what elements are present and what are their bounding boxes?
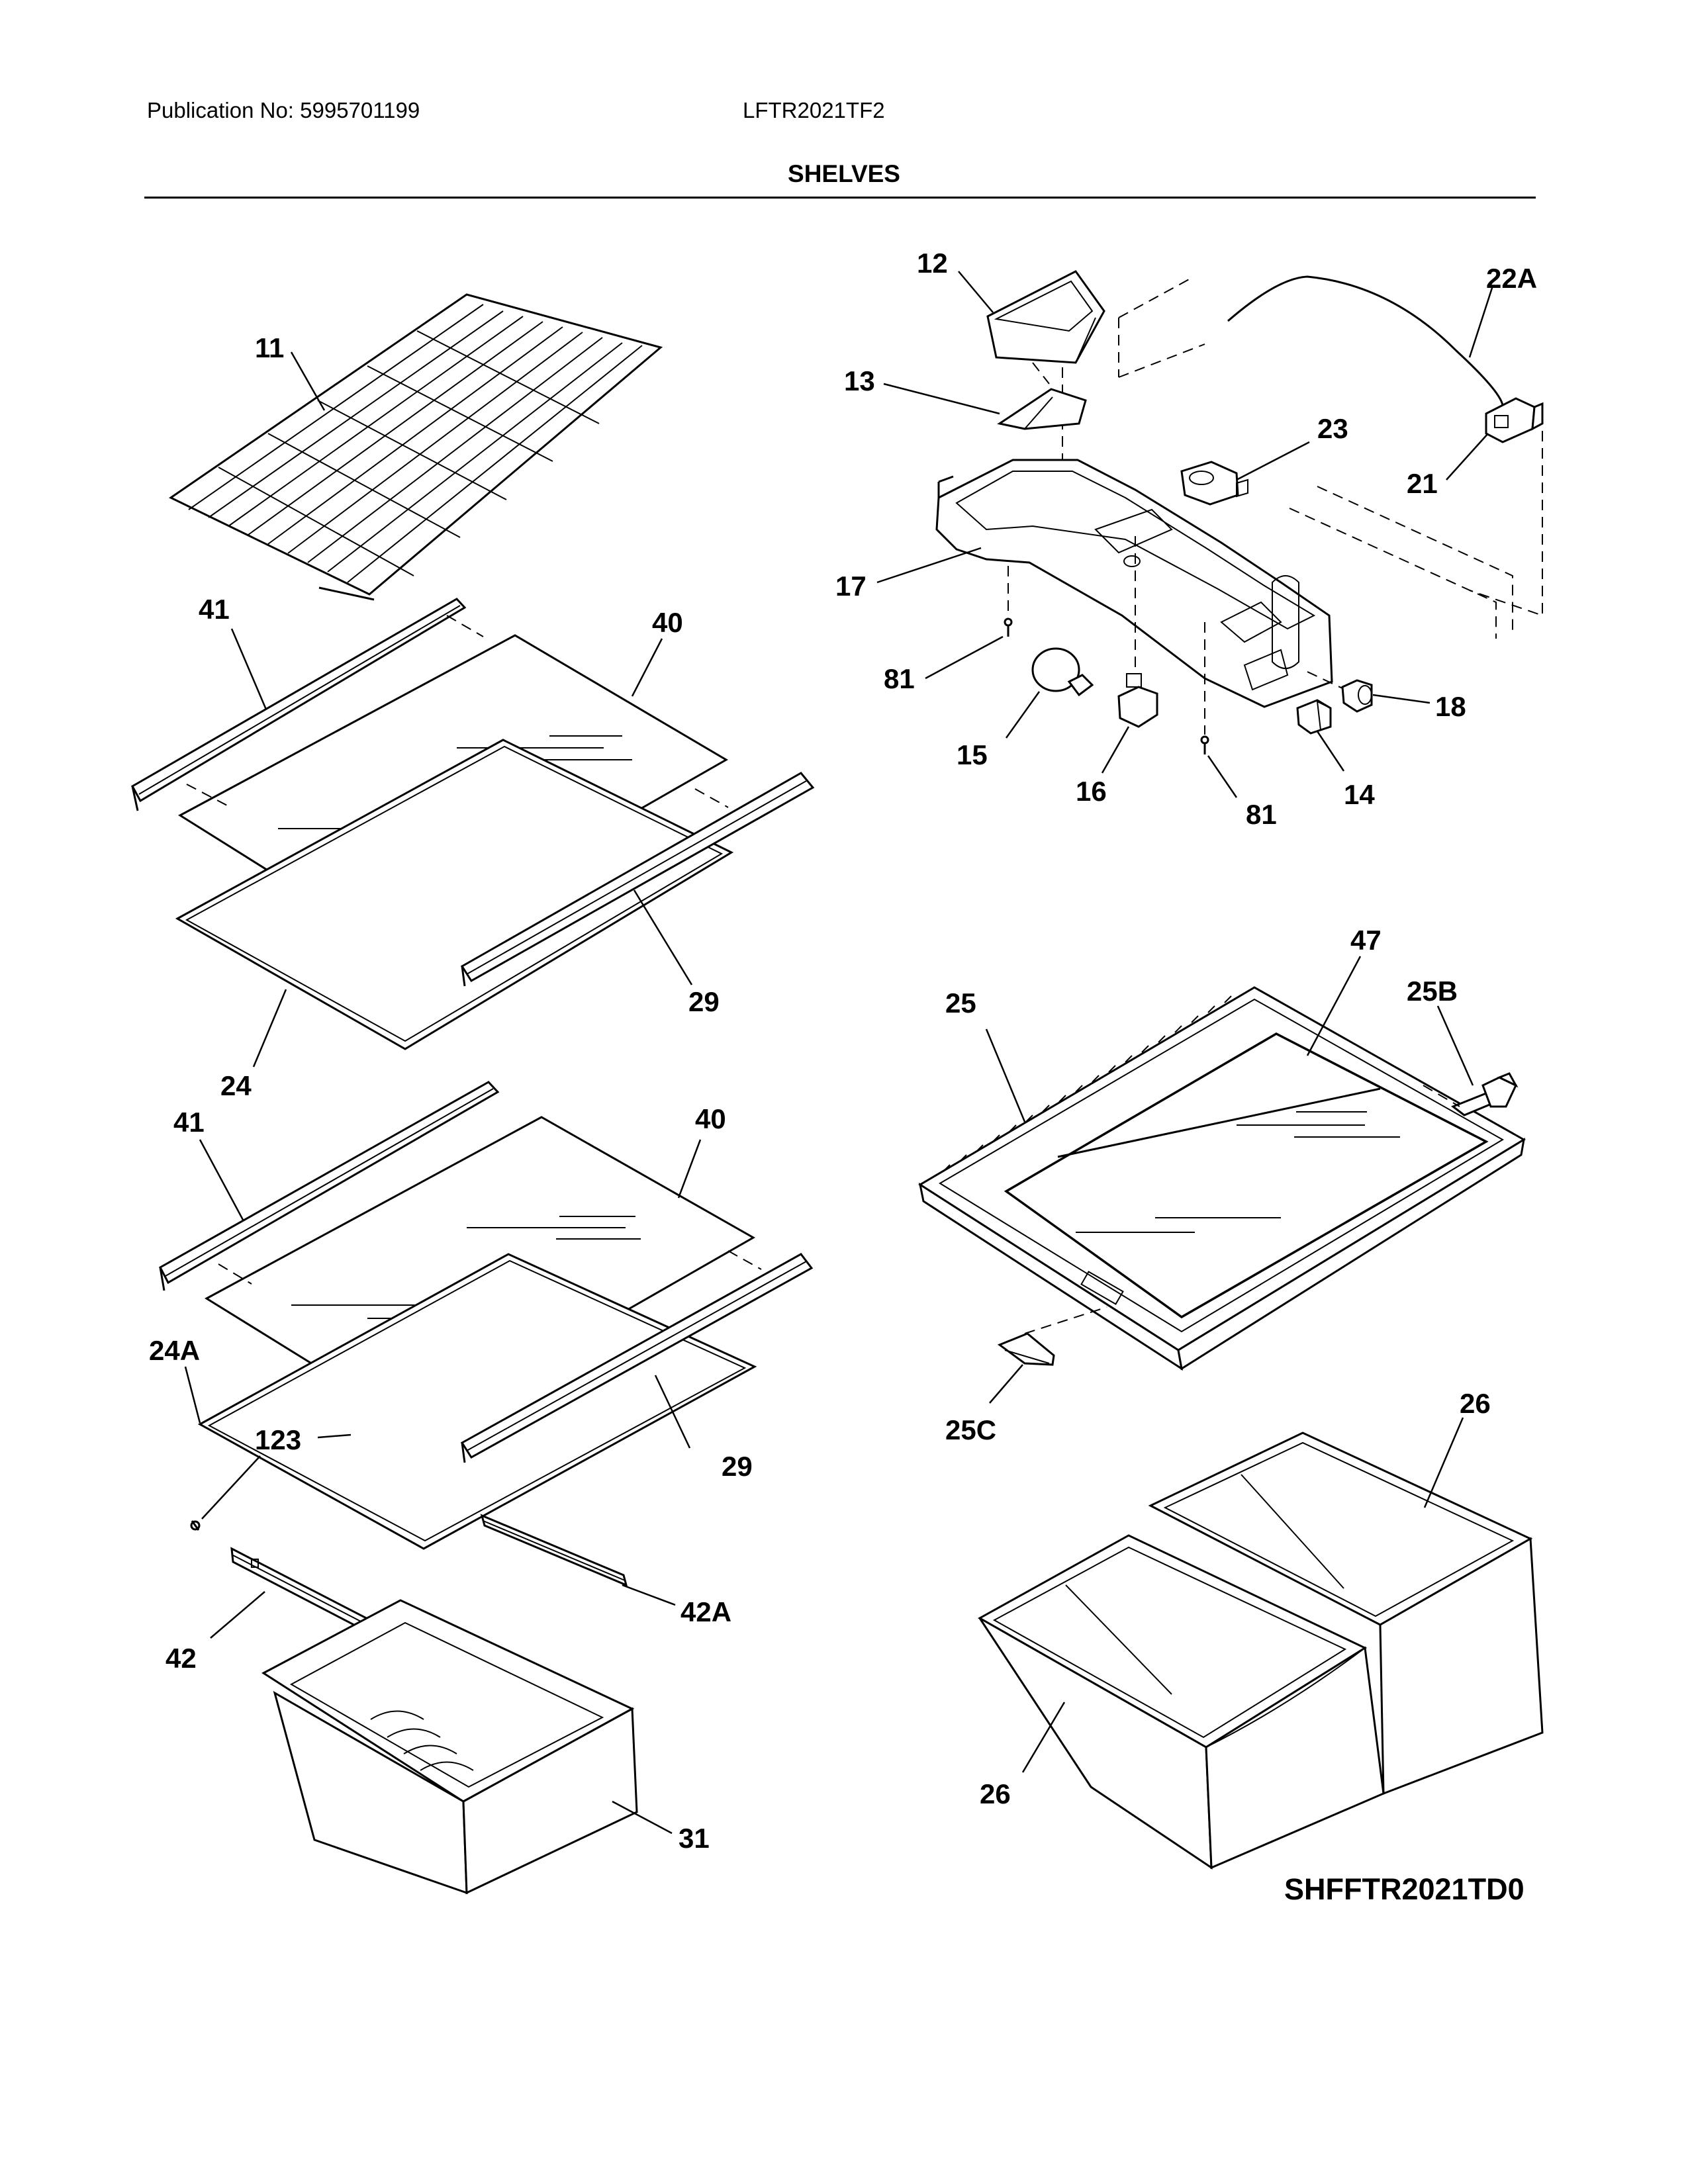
- leader-12: [958, 271, 994, 313]
- control-housing: [935, 459, 1333, 708]
- section-title: SHELVES: [788, 160, 900, 187]
- callout-16: 16: [1076, 776, 1107, 807]
- callout-12: 12: [917, 248, 948, 279]
- header-divider: [144, 197, 1536, 199]
- leader-23: [1236, 441, 1310, 481]
- callout-25B: 25B: [1407, 976, 1458, 1007]
- crisper-drawer-small: [261, 1599, 638, 1895]
- callout-123: 123: [255, 1424, 301, 1455]
- callout-41-upper: 41: [199, 594, 230, 625]
- leader-26-right: [1423, 1417, 1464, 1508]
- control-knob-housing: [986, 270, 1105, 364]
- publication-number: Publication No: 5995701199: [147, 98, 420, 122]
- callout-42A: 42A: [680, 1596, 731, 1627]
- leader-21: [1446, 433, 1489, 480]
- screw: [190, 1520, 201, 1531]
- crisper-cover-glass: [1004, 1032, 1489, 1319]
- defrost-timer: [1180, 461, 1248, 506]
- drawer-slide-right: [480, 1514, 628, 1587]
- callout-31: 31: [679, 1823, 710, 1854]
- callout-21: 21: [1407, 468, 1438, 499]
- leader-41-lower: [199, 1139, 245, 1222]
- leader-22A: [1468, 285, 1494, 358]
- callout-22A: 22A: [1486, 263, 1537, 294]
- leader-26-left: [1021, 1702, 1066, 1773]
- thermostat: [1485, 397, 1544, 443]
- callout-40-upper: 40: [652, 607, 683, 638]
- callout-23: 23: [1317, 413, 1348, 444]
- leader-25C: [989, 1364, 1023, 1404]
- leader-15: [1005, 691, 1041, 739]
- crisper-cover-clip: [997, 1332, 1055, 1366]
- leader-11: [290, 351, 326, 411]
- shelf-frame-lower: [197, 1253, 757, 1550]
- callout-81-upper: 81: [884, 663, 915, 694]
- callout-11: 11: [255, 332, 284, 363]
- mounting-screw-upper: [1004, 617, 1013, 637]
- crisper-drawer-left: [977, 1534, 1385, 1870]
- callout-29-upper: 29: [688, 986, 720, 1017]
- leader-42: [210, 1591, 265, 1639]
- leader-18: [1372, 694, 1430, 704]
- leader-81-lower: [1207, 755, 1238, 798]
- leader-31: [612, 1800, 673, 1835]
- leader-123: [201, 1455, 261, 1520]
- callout-24: 24: [220, 1070, 252, 1101]
- callout-42: 42: [165, 1643, 197, 1674]
- leader-25B: [1436, 1005, 1474, 1086]
- shelf-front-trim-lower: [158, 1081, 500, 1291]
- shelf-frame-upper: [175, 739, 734, 1050]
- callout-26-right: 26: [1460, 1388, 1491, 1419]
- leader-47: [1306, 956, 1362, 1056]
- callout-14: 14: [1344, 779, 1375, 810]
- shelf-rear-trim-upper: [460, 772, 815, 987]
- leader-81-upper: [925, 635, 1004, 680]
- wire-shelf: [169, 293, 663, 601]
- thermostat-capillary: [1227, 275, 1504, 406]
- callout-41-lower: 41: [173, 1107, 205, 1138]
- shelf-front-trim-upper: [130, 598, 467, 811]
- callout-40-lower: 40: [695, 1103, 726, 1134]
- leader-40-lower: [677, 1139, 702, 1199]
- callout-18: 18: [1435, 691, 1466, 722]
- leader-40-upper: [631, 638, 663, 697]
- leader-42A: [622, 1584, 676, 1606]
- crisper-drawer-right: [1148, 1432, 1544, 1796]
- leader-29-upper: [633, 889, 693, 985]
- callout-47: 47: [1350, 925, 1382, 956]
- callout-17: 17: [835, 570, 867, 602]
- humidity-control-slider: [1450, 1072, 1519, 1116]
- leader-17: [876, 547, 982, 584]
- leader-14: [1316, 731, 1345, 772]
- leader-29-lower: [654, 1375, 691, 1449]
- leader-24: [252, 989, 287, 1068]
- callout-26-left: 26: [980, 1778, 1011, 1809]
- light-socket: [1117, 673, 1158, 728]
- callout-13: 13: [844, 365, 875, 396]
- leader-41-upper: [230, 628, 267, 710]
- callout-15: 15: [957, 739, 988, 770]
- leader-13: [883, 383, 1000, 415]
- leader-16: [1101, 726, 1130, 774]
- control-knob: [1341, 679, 1373, 713]
- callout-24A: 24A: [149, 1335, 200, 1366]
- mounting-screw-lower: [1200, 735, 1209, 754]
- light-bulb: [1031, 647, 1094, 697]
- callout-81-lower: 81: [1246, 799, 1277, 830]
- air-damper: [997, 388, 1087, 430]
- callout-25: 25: [945, 987, 976, 1019]
- leader-24A: [184, 1366, 201, 1424]
- leader-25: [985, 1028, 1026, 1122]
- light-switch: [1296, 699, 1332, 735]
- callout-29-lower: 29: [722, 1451, 753, 1482]
- model-number: LFTR2021TF2: [743, 98, 885, 122]
- diagram-code: SHFFTR2021TD0: [1284, 1872, 1524, 1906]
- shelf-rear-trim-lower: [460, 1253, 814, 1463]
- callout-25C: 25C: [945, 1414, 996, 1445]
